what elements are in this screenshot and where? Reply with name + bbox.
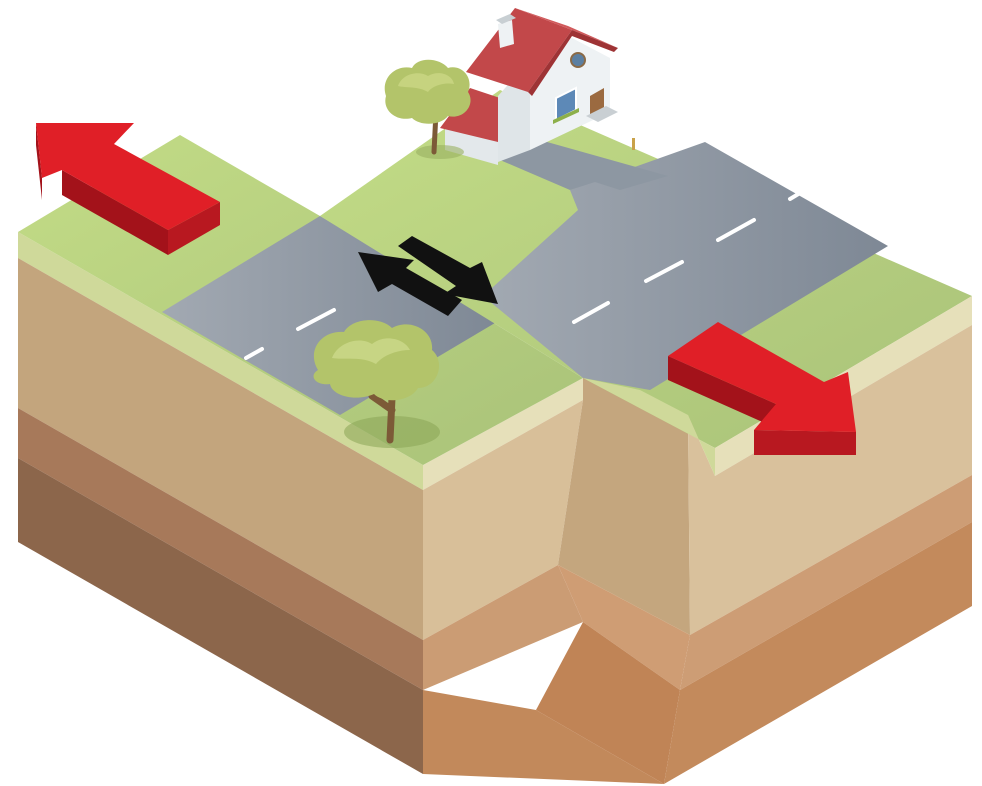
mailbox-post bbox=[632, 138, 635, 150]
arrow-right-head-side bbox=[754, 430, 856, 455]
house-round-window bbox=[571, 53, 585, 67]
house-chimney bbox=[498, 20, 514, 48]
tree-back-shadow bbox=[416, 145, 464, 159]
